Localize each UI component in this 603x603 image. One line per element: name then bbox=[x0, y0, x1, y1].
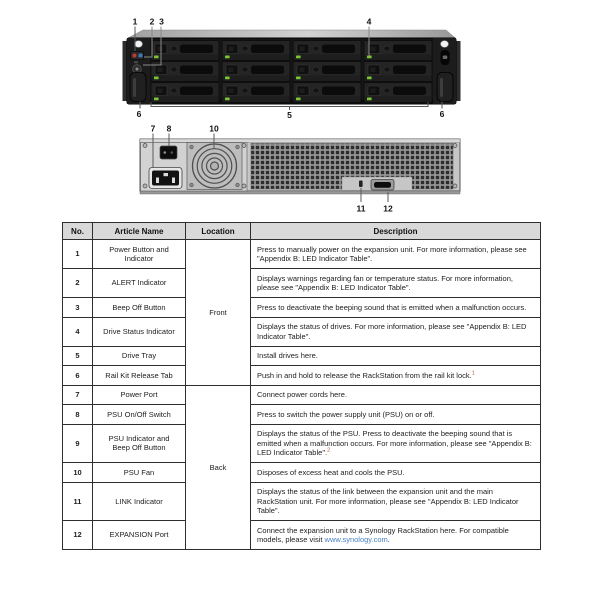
article-name: ALERT Indicator bbox=[92, 268, 186, 298]
link-indicator bbox=[359, 180, 363, 187]
row-number: 6 bbox=[62, 365, 93, 386]
column-header: Description bbox=[250, 222, 541, 240]
description-cell: Displays the status of drives. For more … bbox=[250, 316, 541, 347]
callout-rail-tab-left: 6 bbox=[137, 109, 142, 119]
description-cell: Press to deactivate the beeping sound th… bbox=[250, 297, 541, 318]
power-indicator-red bbox=[132, 53, 137, 58]
article-name: LINK Indicator bbox=[92, 481, 186, 521]
callout-power-port: 7 bbox=[151, 124, 156, 134]
article-name: EXPANSION Port bbox=[92, 520, 186, 550]
article-name: PSU Indicator and Beep Off Button bbox=[92, 423, 186, 463]
description-cell: Connect power cords here. bbox=[250, 384, 541, 405]
power-button bbox=[130, 51, 144, 60]
right-rail-release-tab bbox=[436, 72, 454, 102]
left-rail-release-tab bbox=[129, 72, 147, 102]
description-cell: Displays the status of the link between … bbox=[250, 481, 541, 521]
callout-expansion-port: 12 bbox=[383, 204, 393, 214]
article-name: Drive Status Indicator bbox=[92, 316, 186, 347]
footnote-ref: 2 bbox=[327, 447, 331, 454]
column-header: Article Name bbox=[92, 222, 186, 240]
description-cell: Press to manually power on the expansion… bbox=[250, 239, 541, 269]
psu-fan bbox=[186, 142, 243, 190]
description-cell: Press to switch the power supply unit (P… bbox=[250, 404, 541, 425]
row-number: 7 bbox=[62, 384, 93, 405]
callout-alert-indicator: 2 bbox=[150, 17, 155, 27]
description-cell: Displays warnings regarding fan or tempe… bbox=[250, 268, 541, 298]
footnote-ref: 1 bbox=[471, 370, 475, 376]
article-name: Rail Kit Release Tab bbox=[92, 365, 186, 386]
hardware-diagram: 1 2 3 4 5 6 6 bbox=[122, 17, 461, 214]
row-number: 9 bbox=[62, 423, 93, 463]
callout-drive-tray: 5 bbox=[287, 110, 292, 120]
psu-on-off-switch bbox=[159, 145, 178, 160]
description-cell: Displays the status of the PSU. Press to… bbox=[250, 423, 541, 463]
callout-rail-tab-right: 6 bbox=[440, 109, 445, 119]
article-name: Power Button and Indicator bbox=[92, 239, 186, 269]
front-view-figure: 1 2 3 4 5 6 6 bbox=[122, 17, 461, 120]
alert-indicator bbox=[134, 61, 138, 64]
article-name: Drive Tray bbox=[92, 345, 186, 366]
column-header: Location bbox=[185, 222, 251, 240]
synology-link[interactable]: www.synology.com bbox=[324, 535, 388, 544]
row-number: 2 bbox=[62, 268, 93, 298]
article-name: Power Port bbox=[92, 384, 186, 405]
row-number: 11 bbox=[62, 481, 93, 521]
row-number: 8 bbox=[62, 404, 93, 425]
row-number: 5 bbox=[62, 345, 93, 366]
row-number: 4 bbox=[62, 316, 93, 347]
callout-drive-status-indicator: 4 bbox=[367, 17, 372, 27]
article-name: PSU On/Off Switch bbox=[92, 404, 186, 425]
location-cell: Back bbox=[185, 384, 251, 550]
left-screw-hole bbox=[133, 40, 144, 49]
rear-view-figure: 7 8 10 11 12 bbox=[139, 124, 461, 214]
row-number: 1 bbox=[62, 239, 93, 269]
description-cell: Install drives here. bbox=[250, 345, 541, 366]
chassis-top bbox=[126, 29, 457, 39]
column-header: No. bbox=[62, 222, 93, 240]
article-name: PSU Fan bbox=[92, 462, 186, 483]
callout-psu-fan: 10 bbox=[209, 124, 219, 134]
callout-beep-off-button: 3 bbox=[159, 17, 164, 27]
row-number: 12 bbox=[62, 520, 93, 550]
article-name: Beep Off Button bbox=[92, 297, 186, 318]
power-indicator-blue bbox=[138, 53, 143, 58]
right-screw-hole bbox=[439, 40, 450, 49]
description-cell: Disposes of excess heat and cools the PS… bbox=[250, 462, 541, 483]
row-number: 10 bbox=[62, 462, 93, 483]
callout-psu-switch: 8 bbox=[167, 124, 172, 134]
callout-power-button: 1 bbox=[133, 17, 138, 27]
row-number: 3 bbox=[62, 297, 93, 318]
location-cell: Front bbox=[185, 239, 251, 386]
description-cell: Connect the expansion unit to a Synology… bbox=[250, 520, 541, 550]
callout-link-indicator: 11 bbox=[357, 204, 366, 214]
description-cell: Push in and hold to release the RackStat… bbox=[250, 365, 541, 386]
